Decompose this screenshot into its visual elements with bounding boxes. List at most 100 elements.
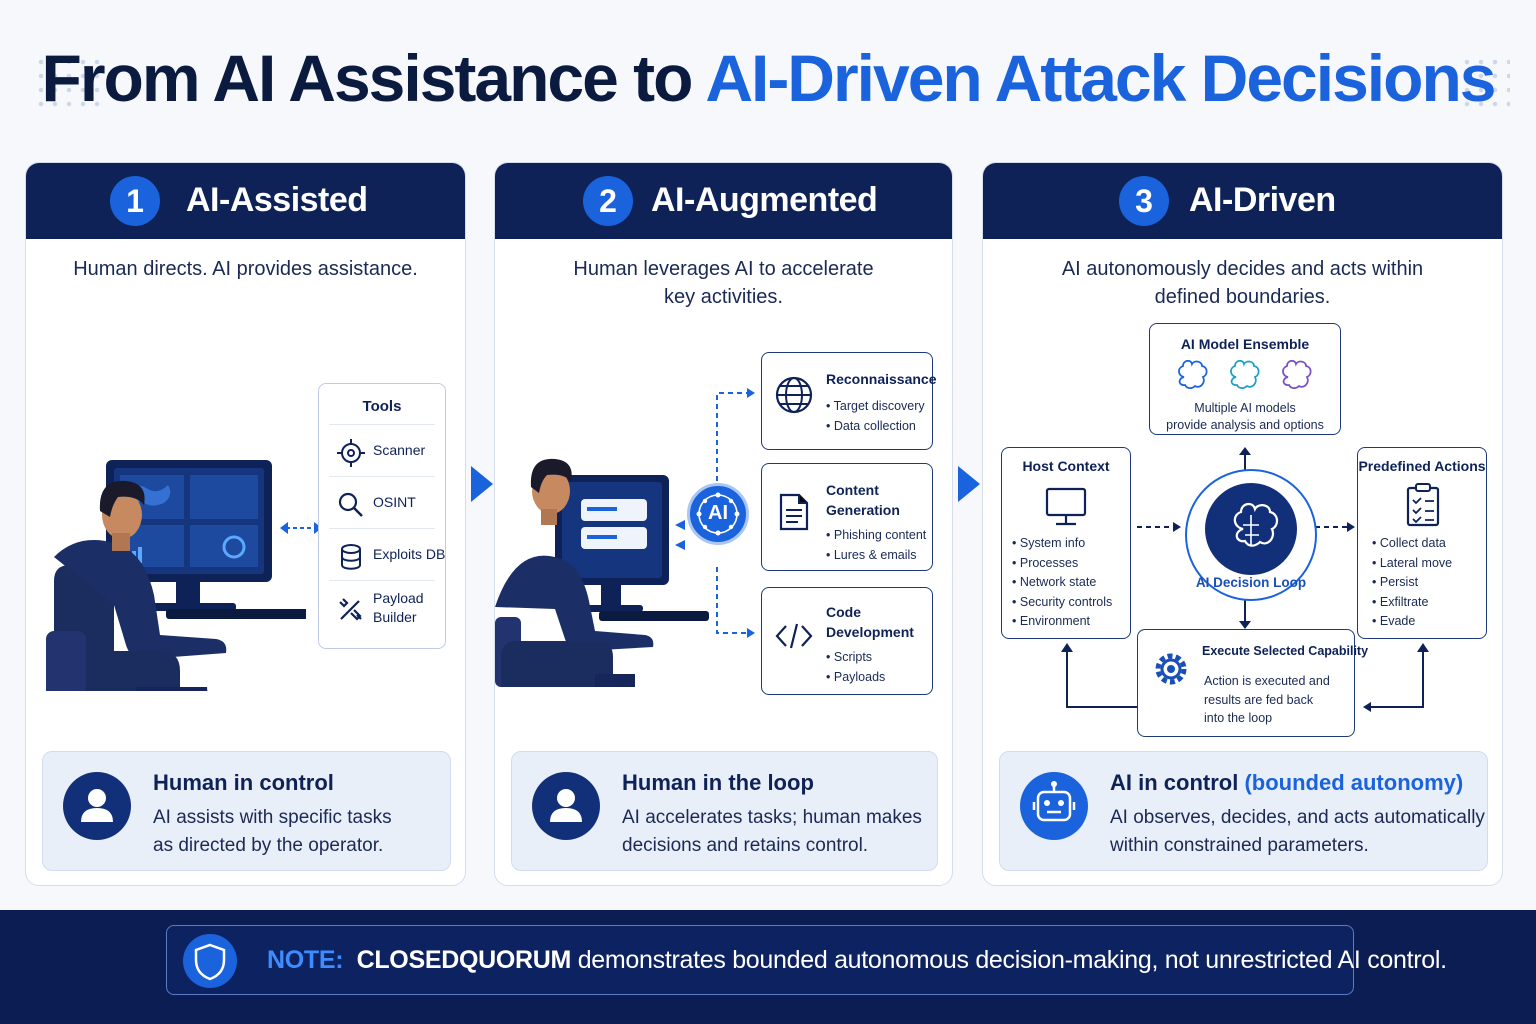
panel-footer: Human in control AI assists with specifi… bbox=[42, 751, 451, 871]
loop-label: AI Decision Loop bbox=[1195, 575, 1307, 590]
panel-ai-assisted: 1 AI-Assisted Human directs. AI provides… bbox=[25, 162, 466, 886]
description-line: defined boundaries. bbox=[1154, 286, 1331, 308]
note-label: NOTE: bbox=[267, 946, 344, 974]
note-box: NOTE: CLOSEDQUORUM demonstrates bounded … bbox=[166, 925, 1447, 995]
card-title: Reconnaissance bbox=[826, 371, 937, 387]
panel-header: 2 AI-Augmented bbox=[495, 163, 952, 239]
bullet: Exfiltrate bbox=[1379, 594, 1429, 609]
brain-icon bbox=[1233, 502, 1279, 547]
panel-footer: AI in control (bounded autonomy) AI obse… bbox=[999, 751, 1488, 871]
divider bbox=[329, 424, 435, 425]
tool-scanner: Scanner bbox=[329, 427, 435, 477]
footer-title: AI in control (bounded autonomy) bbox=[1110, 770, 1463, 796]
footer-text: AI assists with specific tasks as direct… bbox=[153, 804, 392, 860]
user-icon bbox=[63, 772, 131, 840]
bullet: Network state bbox=[1019, 575, 1097, 589]
ai-model-ensemble: AI Model Ensemble Multiple AI models pro… bbox=[1149, 323, 1341, 435]
user-icon bbox=[532, 772, 600, 840]
bullet: Phishing content bbox=[833, 528, 927, 542]
tools-box: Tools Scanner OSINT Exploits DB Payload … bbox=[318, 383, 446, 649]
tool-payload-builder: Payload Builder bbox=[329, 583, 435, 643]
footer-text-line: AI assists with specific tasks bbox=[153, 807, 392, 828]
panel-ai-driven: 3 AI-Driven AI autonomously decides and … bbox=[982, 162, 1503, 886]
brain-icon bbox=[1178, 360, 1208, 390]
footer-text-line: as directed by the operator. bbox=[153, 835, 384, 856]
gear-icon bbox=[1155, 653, 1187, 685]
note-text: NOTE: CLOSEDQUORUM demonstrates bounded … bbox=[267, 946, 1447, 975]
card-content-generation: Content Generation • Phishing content • … bbox=[761, 463, 933, 571]
footer-text-line: AI accelerates tasks; human makes bbox=[622, 807, 922, 828]
ensemble-text-line: Multiple AI models bbox=[1194, 401, 1296, 415]
code-icon bbox=[775, 623, 813, 649]
bullet: Persist bbox=[1379, 575, 1419, 589]
title-part2: AI-Driven Attack Decisions bbox=[705, 41, 1496, 115]
bullet: Target discovery bbox=[833, 399, 925, 413]
page-title: From AI Assistance to AI-Driven Attack D… bbox=[0, 40, 1536, 116]
footer-title: Human in the loop bbox=[622, 770, 814, 795]
brain-icon bbox=[1230, 360, 1260, 390]
host-bullets: • System info • Processes • Network stat… bbox=[1012, 536, 1113, 628]
execute-text-line: into the loop bbox=[1204, 711, 1273, 725]
description-line: Human directs. AI provides assistance. bbox=[73, 258, 418, 280]
monitor-icon bbox=[1045, 487, 1087, 526]
card-title-line: Generation bbox=[826, 502, 900, 518]
card-title-line: Code bbox=[826, 604, 861, 620]
description-line: AI autonomously decides and acts within bbox=[1061, 258, 1424, 280]
bullet: Lures & emails bbox=[833, 547, 917, 562]
footer-text: AI observes, decides, and acts automatic… bbox=[1110, 804, 1485, 860]
ai-decision-loop: AI Decision Loop bbox=[1185, 469, 1317, 601]
brain-icon bbox=[1282, 360, 1312, 390]
footer-text-line: within constrained parameters. bbox=[1110, 835, 1369, 856]
card-title: Code Development bbox=[826, 602, 914, 642]
bullet: System info bbox=[1019, 536, 1086, 550]
execute-text-line: results are fed back bbox=[1204, 692, 1314, 707]
card-title: Content Generation bbox=[826, 480, 900, 520]
network-icon bbox=[696, 492, 740, 536]
bullet: Processes bbox=[1019, 555, 1079, 570]
card-bullets: • Target discovery • Data collection bbox=[826, 399, 925, 433]
bullet: Environment bbox=[1019, 614, 1091, 628]
footer-title: Human in control bbox=[153, 770, 334, 795]
note-body: demonstrates bounded autonomous decision… bbox=[571, 946, 1447, 974]
bullet: Payloads bbox=[833, 669, 886, 684]
globe-icon bbox=[775, 376, 813, 414]
card-title-line: Content bbox=[826, 482, 879, 498]
bullet: Security controls bbox=[1019, 594, 1113, 609]
shield-icon bbox=[183, 934, 237, 988]
step-number-badge: 3 bbox=[1119, 176, 1169, 226]
step-number-badge: 1 bbox=[110, 176, 160, 226]
search-icon bbox=[338, 492, 363, 517]
description-line: Human leverages AI to accelerate bbox=[573, 258, 874, 280]
panel-footer: Human in the loop AI accelerates tasks; … bbox=[511, 751, 938, 871]
checklist-icon bbox=[1406, 483, 1440, 527]
description-line: key activities. bbox=[664, 286, 783, 308]
decor-dots-left bbox=[34, 55, 104, 115]
brain-icons bbox=[1178, 360, 1312, 390]
ensemble-text: Multiple AI models provide analysis and … bbox=[1150, 400, 1340, 434]
footer-text-line: AI observes, decides, and acts automatic… bbox=[1110, 807, 1485, 828]
host-context: Host Context • System info • Processes •… bbox=[1001, 447, 1131, 639]
panel-header: 3 AI-Driven bbox=[983, 163, 1502, 239]
panel-title: AI-Assisted bbox=[186, 181, 368, 219]
robot-icon bbox=[1020, 772, 1088, 840]
tools-title: Tools bbox=[362, 398, 402, 415]
tool-exploits-db: Exploits DB bbox=[329, 531, 445, 581]
host-title: Host Context bbox=[1022, 458, 1110, 474]
execute-text: Action is executed and results are fed b… bbox=[1204, 672, 1330, 728]
predefined-actions: Predefined Actions • Collect data • Late… bbox=[1357, 447, 1487, 639]
progression-arrow-icon bbox=[958, 466, 980, 502]
card-bullets: • Scripts • Payloads bbox=[826, 650, 886, 684]
bullet: Collect data bbox=[1379, 536, 1446, 550]
tool-label: Payload Builder bbox=[373, 590, 424, 625]
actions-title: Predefined Actions bbox=[1358, 458, 1486, 474]
bullet: Evade bbox=[1379, 614, 1416, 628]
footer-title-highlight: (bounded autonomy) bbox=[1244, 770, 1464, 795]
footer-text: AI accelerates tasks; human makes decisi… bbox=[622, 804, 922, 860]
tools-icon bbox=[339, 598, 362, 621]
footer-text-line: decisions and retains control. bbox=[622, 835, 869, 856]
panel-description: Human directs. AI provides assistance. bbox=[26, 255, 465, 283]
tool-label: OSINT bbox=[373, 494, 416, 510]
panel-title: AI-Driven bbox=[1189, 181, 1336, 219]
panel-header: 1 AI-Assisted bbox=[26, 163, 465, 239]
tool-osint: OSINT bbox=[329, 479, 435, 529]
